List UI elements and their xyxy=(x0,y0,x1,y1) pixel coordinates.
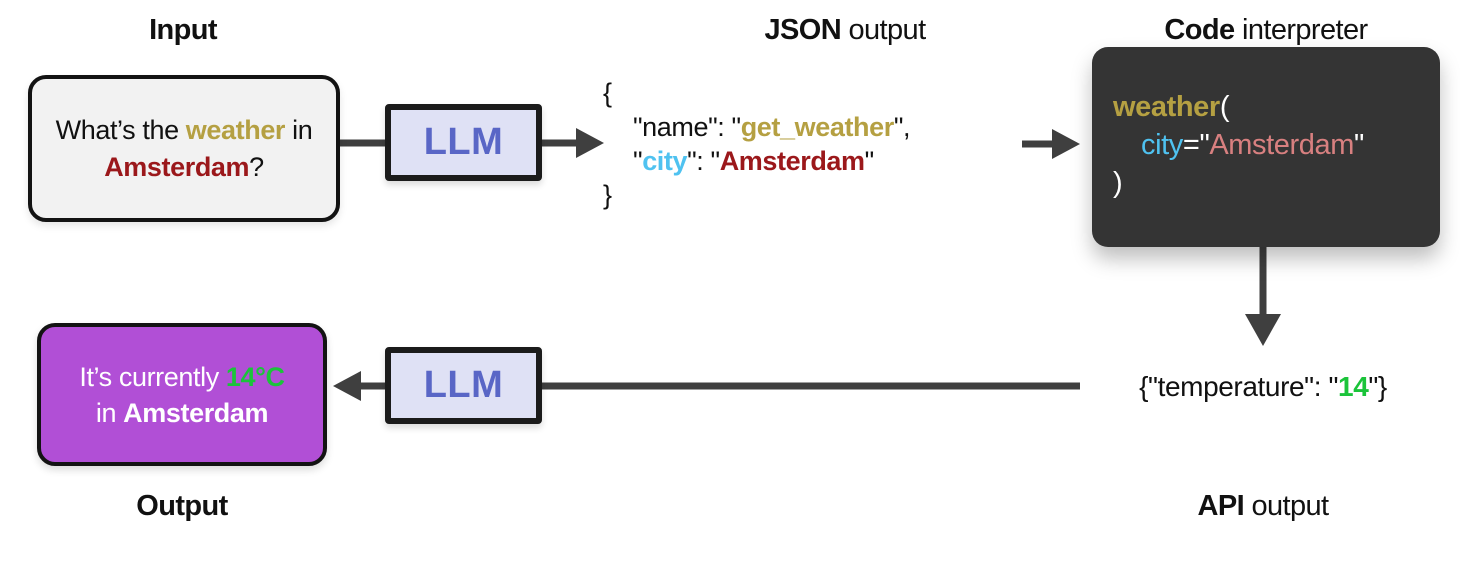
output-section-label: Output xyxy=(136,490,228,522)
code-interpreter-section-label: Code interpreter xyxy=(1164,14,1368,46)
api-result-text: {"temperature": "14"} xyxy=(1139,371,1387,402)
code-line-close-paren: ) xyxy=(1113,167,1123,199)
output-message-line-2: in Amsterdam xyxy=(95,397,269,428)
json-line-name: "name": "get_weather", xyxy=(633,112,911,142)
json-output-block: { "name": "get_weather", "city": "Amster… xyxy=(603,76,911,212)
llm-box-top: LLM xyxy=(385,104,542,181)
json-line-open-brace: { xyxy=(603,78,612,108)
input-message-text: What’s the weather in Amsterdam? xyxy=(56,112,313,186)
code-line-call: weather( xyxy=(1113,91,1230,123)
json-line-close-brace: } xyxy=(603,180,612,210)
output-message-line-1: It’s currently 14°C xyxy=(79,361,285,392)
input-message-line-2: Amsterdam? xyxy=(104,151,264,182)
output-message-box: It’s currently 14°C in Amsterdam xyxy=(37,323,327,466)
code-line-arg: city="Amsterdam" xyxy=(1141,129,1364,161)
arrow-right-icon xyxy=(576,128,604,158)
json-output-section-label: JSON output xyxy=(764,14,926,46)
code-interpreter-box: weather( city="Amsterdam" ) xyxy=(1092,47,1440,247)
input-message-line-1: What’s the weather in xyxy=(55,114,313,145)
llm-box-bottom: LLM xyxy=(385,347,542,424)
arrow-left-icon xyxy=(333,371,361,401)
input-section-label: Input xyxy=(149,14,217,46)
output-message-text: It’s currently 14°C in Amsterdam xyxy=(79,359,285,431)
json-line-city: "city": "Amsterdam" xyxy=(633,146,874,176)
arrow-down-icon xyxy=(1245,314,1281,346)
api-output-section-label: API output xyxy=(1197,490,1329,522)
input-message-box: What’s the weather in Amsterdam? xyxy=(28,75,340,222)
arrow-right-icon xyxy=(1052,129,1080,159)
